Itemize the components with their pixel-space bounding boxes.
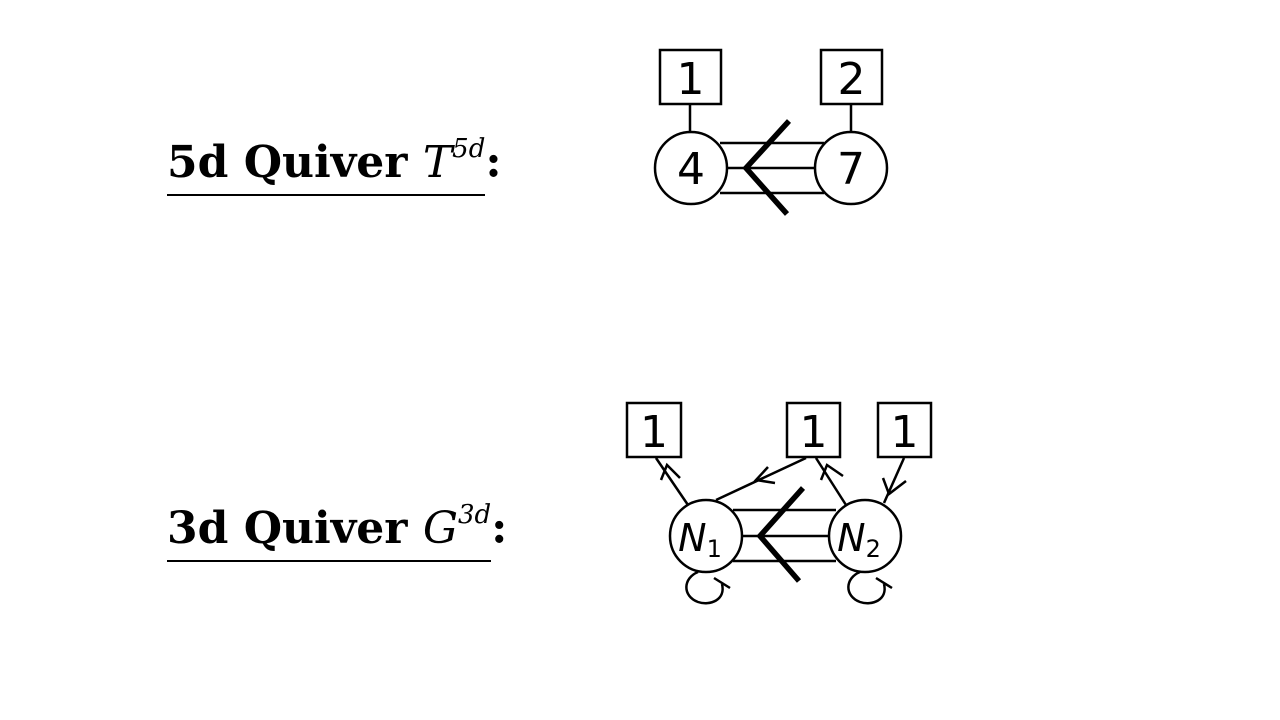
- flavor-node-b-box: [785, 401, 842, 459]
- arrowhead-box-b-to-n1: [753, 466, 776, 485]
- edge-box-c-to-n2: [882, 457, 906, 504]
- flavor-node-b-label: 1: [800, 407, 828, 458]
- quiver-5d-label: 5d Quiver T5d:: [167, 136, 502, 196]
- gauge-node-n1: [668, 498, 744, 574]
- arrowhead-n2-to-box-b: [819, 463, 844, 481]
- gauge-node-4: [653, 130, 729, 206]
- flavor-node-2-label: 2: [838, 54, 866, 105]
- flavor-node-1-label: 1: [677, 54, 705, 105]
- quiver-5d-diagram: 1 2 4 7: [653, 48, 889, 216]
- gauge-node-7-label: 7: [837, 144, 865, 195]
- quiver-3d-symbol: G3d: [422, 500, 492, 554]
- gauge-node-4-label: 4: [677, 144, 705, 195]
- adjoint-loop-n1: [685, 570, 724, 605]
- quiver-3d-title: 3d Quiver G3d: [167, 500, 492, 562]
- gauge-node-n1-label: N1: [678, 516, 722, 563]
- gauge-node-n2-label: N2: [837, 516, 881, 563]
- edge-box-b-to-n1: [715, 456, 807, 502]
- adjoint-loop-n2-tick: [875, 576, 893, 590]
- adjoint-loop-n2: [847, 570, 886, 605]
- adjoint-loop-n1-tick: [713, 576, 731, 590]
- edge-n1-to-box-a: [654, 457, 690, 506]
- flavor-node-c-label: 1: [891, 407, 919, 458]
- non-simply-laced-arrow: [756, 486, 806, 583]
- quiver-5d-symbol: T5d: [422, 134, 486, 188]
- flavor-node-a-label: 1: [640, 407, 668, 458]
- arrowhead-box-c-to-n2: [881, 477, 907, 497]
- gauge-node-7: [813, 130, 889, 206]
- flavor-node-a-box: [625, 401, 683, 459]
- quiver-3d-diagram: 1 1 1 N1 N2: [625, 401, 933, 605]
- edge-n2-to-box-b: [814, 457, 848, 506]
- arrowhead-n1-to-box-a: [659, 462, 681, 481]
- non-simply-laced-arrow: [742, 119, 792, 216]
- gauge-node-n2: [827, 498, 903, 574]
- flavor-node-c-box: [876, 401, 933, 459]
- quiver-3d-label: 3d Quiver G3d:: [167, 502, 507, 562]
- quiver-5d-title: 5d Quiver T5d: [167, 134, 486, 196]
